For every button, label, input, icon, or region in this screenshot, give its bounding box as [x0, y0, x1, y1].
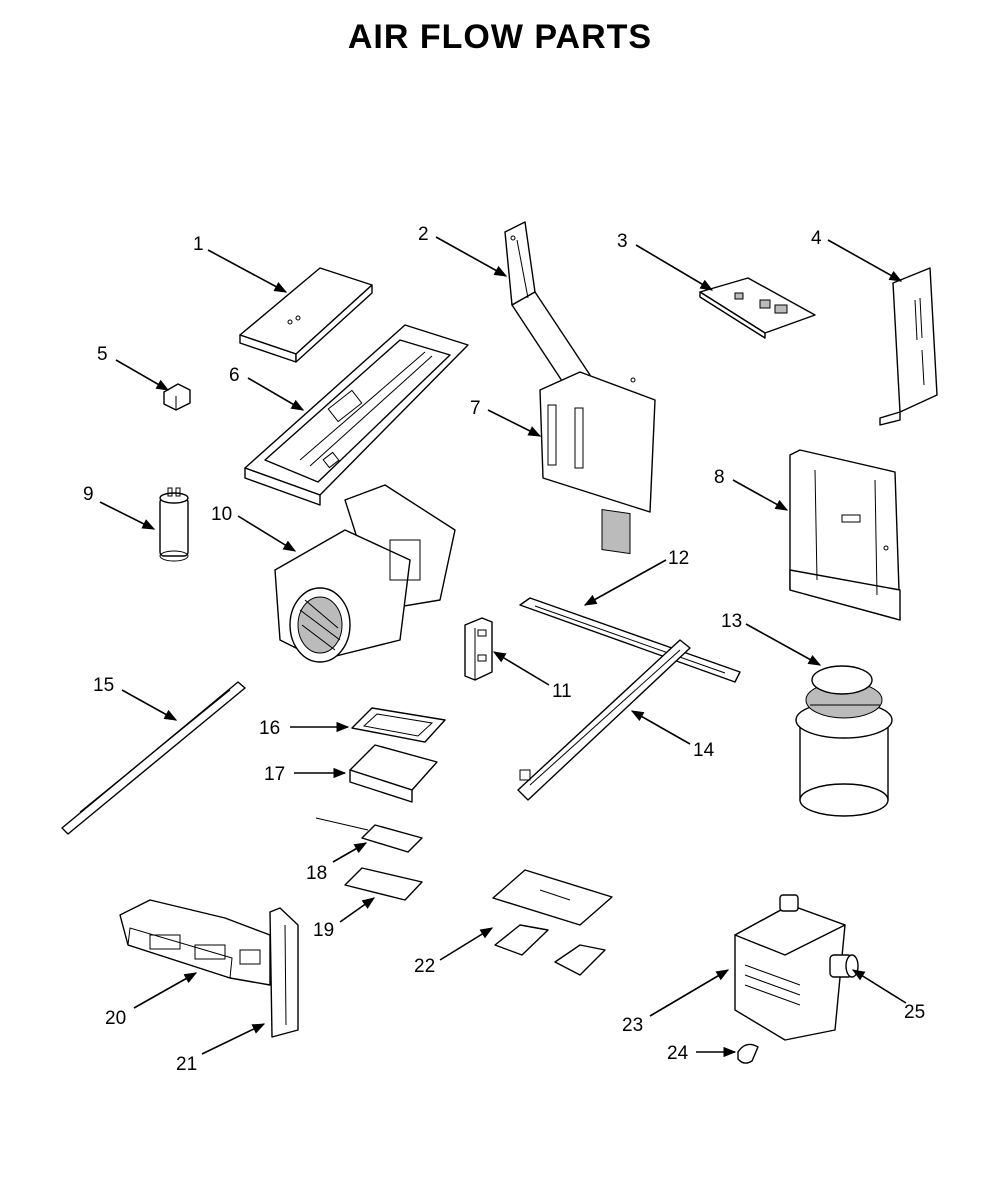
part-8-rear-panel[interactable] [789, 449, 901, 621]
part-5-clip[interactable] [163, 383, 191, 411]
part-19-sheet[interactable] [344, 867, 423, 901]
callout-15: 15 [93, 675, 114, 696]
callout-8: 8 [714, 467, 725, 488]
part-14-rail[interactable] [517, 639, 691, 801]
part-6-vent-grille[interactable] [244, 324, 469, 506]
part-16-frame[interactable] [351, 707, 446, 743]
page-title: AIR FLOW PARTS [347, 18, 653, 56]
callout-5: 5 [97, 344, 108, 365]
part-15-rod[interactable] [61, 681, 246, 835]
part-13-motor[interactable] [795, 665, 893, 817]
callout-16: 16 [259, 718, 280, 739]
callout-4: 4 [811, 228, 822, 249]
callout-1: 1 [193, 234, 204, 255]
leader-arrows [99, 236, 907, 1058]
callout-2: 2 [418, 224, 429, 245]
callout-22: 22 [414, 956, 435, 977]
callout-24: 24 [667, 1043, 689, 1064]
part-2-bracket[interactable] [504, 221, 591, 391]
part-3-control-board[interactable] [699, 277, 816, 339]
callout-25: 25 [904, 1002, 925, 1023]
callout-11: 11 [552, 681, 572, 702]
part-11-terminal-block[interactable] [464, 617, 493, 681]
part-25-antenna-cap[interactable] [829, 954, 859, 978]
part-24-clip[interactable] [737, 1043, 759, 1064]
callout-12: 12 [668, 548, 689, 569]
callout-labels: 1 2 3 4 5 6 7 8 9 10 11 12 13 14 15 16 1… [83, 224, 925, 1075]
callout-21: 21 [176, 1054, 197, 1075]
callout-6: 6 [229, 365, 240, 386]
callout-17: 17 [264, 764, 285, 785]
callout-18: 18 [306, 863, 327, 884]
part-4-side-panel[interactable] [879, 267, 938, 426]
part-18-filter[interactable] [315, 817, 423, 853]
part-21-vertical-panel[interactable] [269, 907, 299, 1038]
callout-14: 14 [693, 740, 715, 761]
callout-9: 9 [83, 484, 94, 505]
part-10-blower-assembly[interactable] [274, 484, 456, 663]
part-23-magnetron[interactable] [734, 894, 846, 1041]
part-12-rail[interactable] [519, 597, 741, 683]
part-22-bracket-set[interactable] [492, 869, 613, 976]
callout-7: 7 [470, 398, 481, 419]
callout-10: 10 [211, 504, 232, 525]
callout-13: 13 [721, 611, 742, 632]
callout-3: 3 [617, 231, 628, 252]
part-20-tray-assembly[interactable] [119, 899, 271, 986]
callout-23: 23 [622, 1015, 643, 1036]
part-1-cover[interactable] [239, 267, 373, 363]
callout-19: 19 [313, 920, 334, 941]
part-9-capacitor[interactable] [159, 487, 189, 562]
callout-20: 20 [105, 1008, 126, 1029]
part-17-channel[interactable] [349, 744, 438, 803]
part-7-mounting-plate[interactable] [539, 371, 656, 555]
